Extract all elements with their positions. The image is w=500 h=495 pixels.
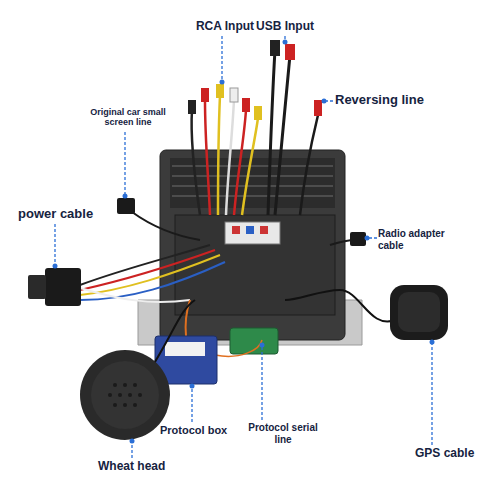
radio-adapter-connector	[350, 232, 366, 246]
cable-label: Reversing line	[335, 93, 435, 108]
cable-label: USB Input	[250, 20, 320, 34]
cable-label: Original car small screen line	[88, 107, 168, 128]
mic-holes	[108, 383, 142, 407]
socket-pin	[232, 226, 240, 234]
power-connector	[45, 268, 81, 306]
usb-plug	[285, 44, 295, 60]
cable-label: GPS cable	[415, 447, 495, 461]
protocol-serial-wire	[215, 340, 262, 356]
gps-wire	[285, 290, 395, 322]
mic-speaker	[80, 350, 170, 440]
head-unit-body	[160, 150, 345, 340]
part-label: Protocol box	[160, 424, 250, 437]
rca-cables	[192, 95, 258, 215]
gps-antenna	[390, 285, 448, 340]
back-panel	[175, 215, 335, 315]
socket-pin	[246, 226, 254, 234]
cable-label: Radio adapter cable	[378, 228, 468, 251]
usb-plug	[270, 40, 280, 56]
reversing-plug	[314, 100, 322, 116]
protocol-sticker	[165, 342, 205, 356]
cable-label: Protocol serial line	[248, 422, 318, 445]
screen-connector	[117, 198, 135, 214]
cable-label: RCA Input	[190, 20, 260, 34]
power-harness	[80, 245, 225, 302]
part-label: Wheat head	[98, 460, 188, 474]
mic-wire	[150, 300, 195, 370]
cable-label: power cable	[18, 207, 108, 222]
leader-dots	[53, 40, 435, 444]
gps-antenna-top	[398, 292, 440, 332]
screen-cable	[132, 212, 200, 240]
power-connector	[28, 275, 46, 299]
socket-pin	[260, 226, 268, 234]
rca-plugs	[188, 84, 262, 120]
socket-block	[225, 222, 280, 244]
reversing-cable	[300, 115, 318, 215]
mic-grille	[91, 361, 159, 429]
usb-cables	[268, 50, 290, 215]
